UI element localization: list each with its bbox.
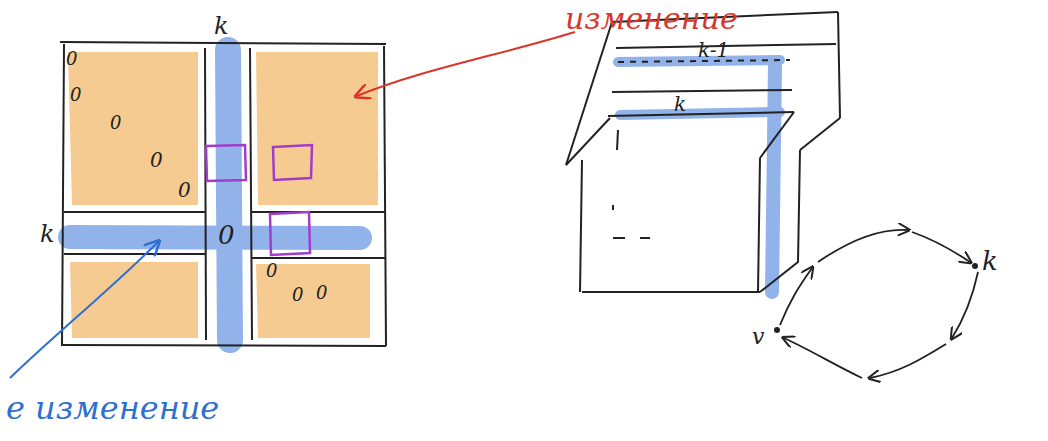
leader-line: [10, 242, 158, 378]
graph-vertex: [774, 263, 978, 333]
matrix-entry: 0: [266, 262, 277, 280]
note-text: е изменение: [6, 392, 219, 424]
dimension-label: k: [674, 94, 686, 114]
vertex-label: v: [752, 326, 764, 348]
dimension-label: k-1: [698, 40, 729, 60]
matrix-lines: [60, 42, 386, 346]
dimension-label: k: [214, 14, 229, 38]
cycle-graph: [780, 230, 978, 378]
blue-band: [618, 60, 780, 292]
vertex-label: k: [982, 248, 998, 274]
matrix-entry: 0: [316, 284, 327, 302]
matrix-entry: 0: [110, 114, 121, 132]
matrix-entry: 0: [292, 286, 303, 304]
purple-square: [206, 145, 312, 255]
matrix-entry: 0: [218, 222, 235, 248]
note-text: изменение: [565, 4, 738, 34]
leader-line: [357, 32, 575, 96]
matrix-entry: 0: [66, 50, 77, 68]
matrix-entry: 0: [70, 86, 81, 104]
matrix-entry: 0: [178, 180, 191, 200]
dimension-label: k: [40, 222, 55, 246]
matrix-entry: 0: [150, 150, 163, 170]
cube-sketch: [566, 12, 840, 292]
blue-band: [70, 50, 360, 340]
